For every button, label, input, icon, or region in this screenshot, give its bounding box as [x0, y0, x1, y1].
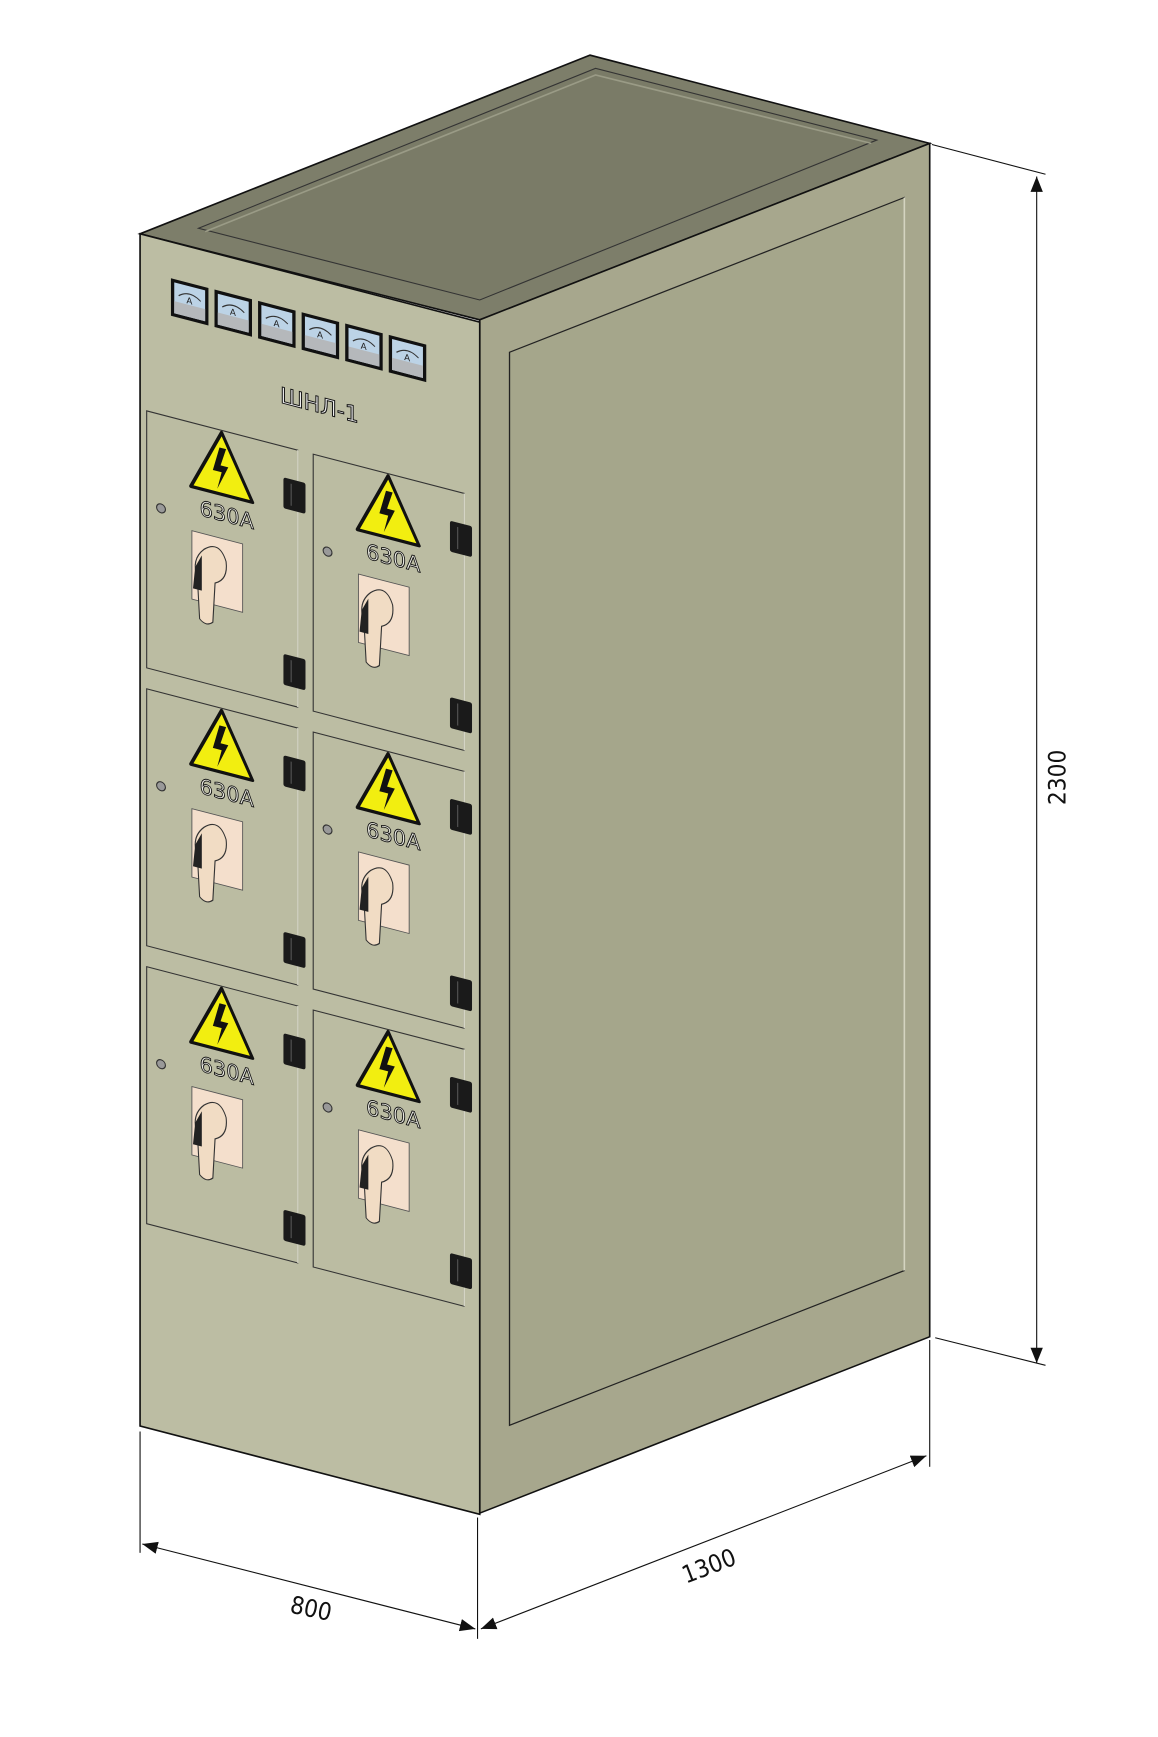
- svg-text:A: A: [361, 342, 368, 354]
- hinge-icon: [283, 654, 306, 690]
- ammeter: A: [214, 289, 253, 337]
- hinge-icon: [449, 975, 473, 1012]
- door-lock-icon[interactable]: [156, 1059, 166, 1070]
- door-lock-icon[interactable]: [322, 1102, 333, 1113]
- dimension-height: [931, 143, 1046, 1366]
- hinge-icon: [283, 932, 306, 968]
- dimension-height-label: 2300: [1042, 750, 1071, 806]
- ammeter: A: [345, 323, 383, 371]
- compartment-door[interactable]: 630A: [146, 966, 306, 1265]
- ammeter: A: [170, 278, 209, 326]
- ammeter: A: [301, 312, 340, 360]
- door-lock-icon[interactable]: [156, 503, 166, 514]
- meter-row: A A A A A A: [170, 278, 427, 383]
- dimension-width: [139, 1431, 479, 1639]
- hinge-icon: [283, 477, 306, 514]
- dimension-depth-label: 1300: [678, 1542, 740, 1589]
- dimension-width-label: 800: [288, 1590, 335, 1627]
- ammeter: A: [388, 334, 427, 383]
- cabinet-top-panel: [196, 67, 879, 301]
- rotary-switch-handle[interactable]: [357, 573, 410, 677]
- svg-text:A: A: [274, 319, 281, 331]
- hinge-icon: [449, 1253, 473, 1290]
- high-voltage-warning-icon: [355, 752, 421, 826]
- dimension-depth: [480, 1339, 931, 1630]
- rotary-switch-handle[interactable]: [357, 1129, 410, 1233]
- hinge-icon: [283, 755, 306, 792]
- svg-text:A: A: [230, 308, 237, 320]
- compartment-door[interactable]: 630A: [312, 453, 473, 752]
- side-panel: [508, 196, 906, 1427]
- svg-text:A: A: [317, 330, 324, 342]
- hinge-icon: [449, 521, 473, 557]
- hinge-icon: [283, 1033, 306, 1070]
- compartment-door[interactable]: 630A: [146, 410, 306, 709]
- hinge-icon: [449, 697, 473, 734]
- hinge-icon: [449, 799, 473, 835]
- door-lock-icon[interactable]: [322, 824, 333, 835]
- door-lock-icon[interactable]: [156, 781, 166, 792]
- high-voltage-warning-icon: [189, 708, 255, 783]
- rotary-switch-handle[interactable]: [357, 851, 410, 955]
- compartment-door[interactable]: 630A: [312, 731, 473, 1030]
- cabinet-side: [478, 142, 931, 1515]
- high-voltage-warning-icon: [355, 1030, 421, 1104]
- compartment-door[interactable]: 630A: [312, 1009, 473, 1308]
- high-voltage-warning-icon: [189, 986, 255, 1060]
- rotary-switch-handle[interactable]: [191, 530, 244, 634]
- hinge-icon: [283, 1210, 306, 1246]
- hinge-icon: [449, 1076, 473, 1113]
- rotary-switch-handle[interactable]: [191, 808, 244, 912]
- svg-text:A: A: [186, 296, 193, 308]
- rotary-switch-handle[interactable]: [191, 1086, 244, 1190]
- compartment-door[interactable]: 630A: [146, 688, 306, 987]
- ammeter: A: [258, 300, 296, 349]
- door-lock-icon[interactable]: [322, 546, 333, 557]
- high-voltage-warning-icon: [189, 430, 255, 505]
- svg-text:A: A: [404, 353, 411, 365]
- high-voltage-warning-icon: [355, 474, 421, 548]
